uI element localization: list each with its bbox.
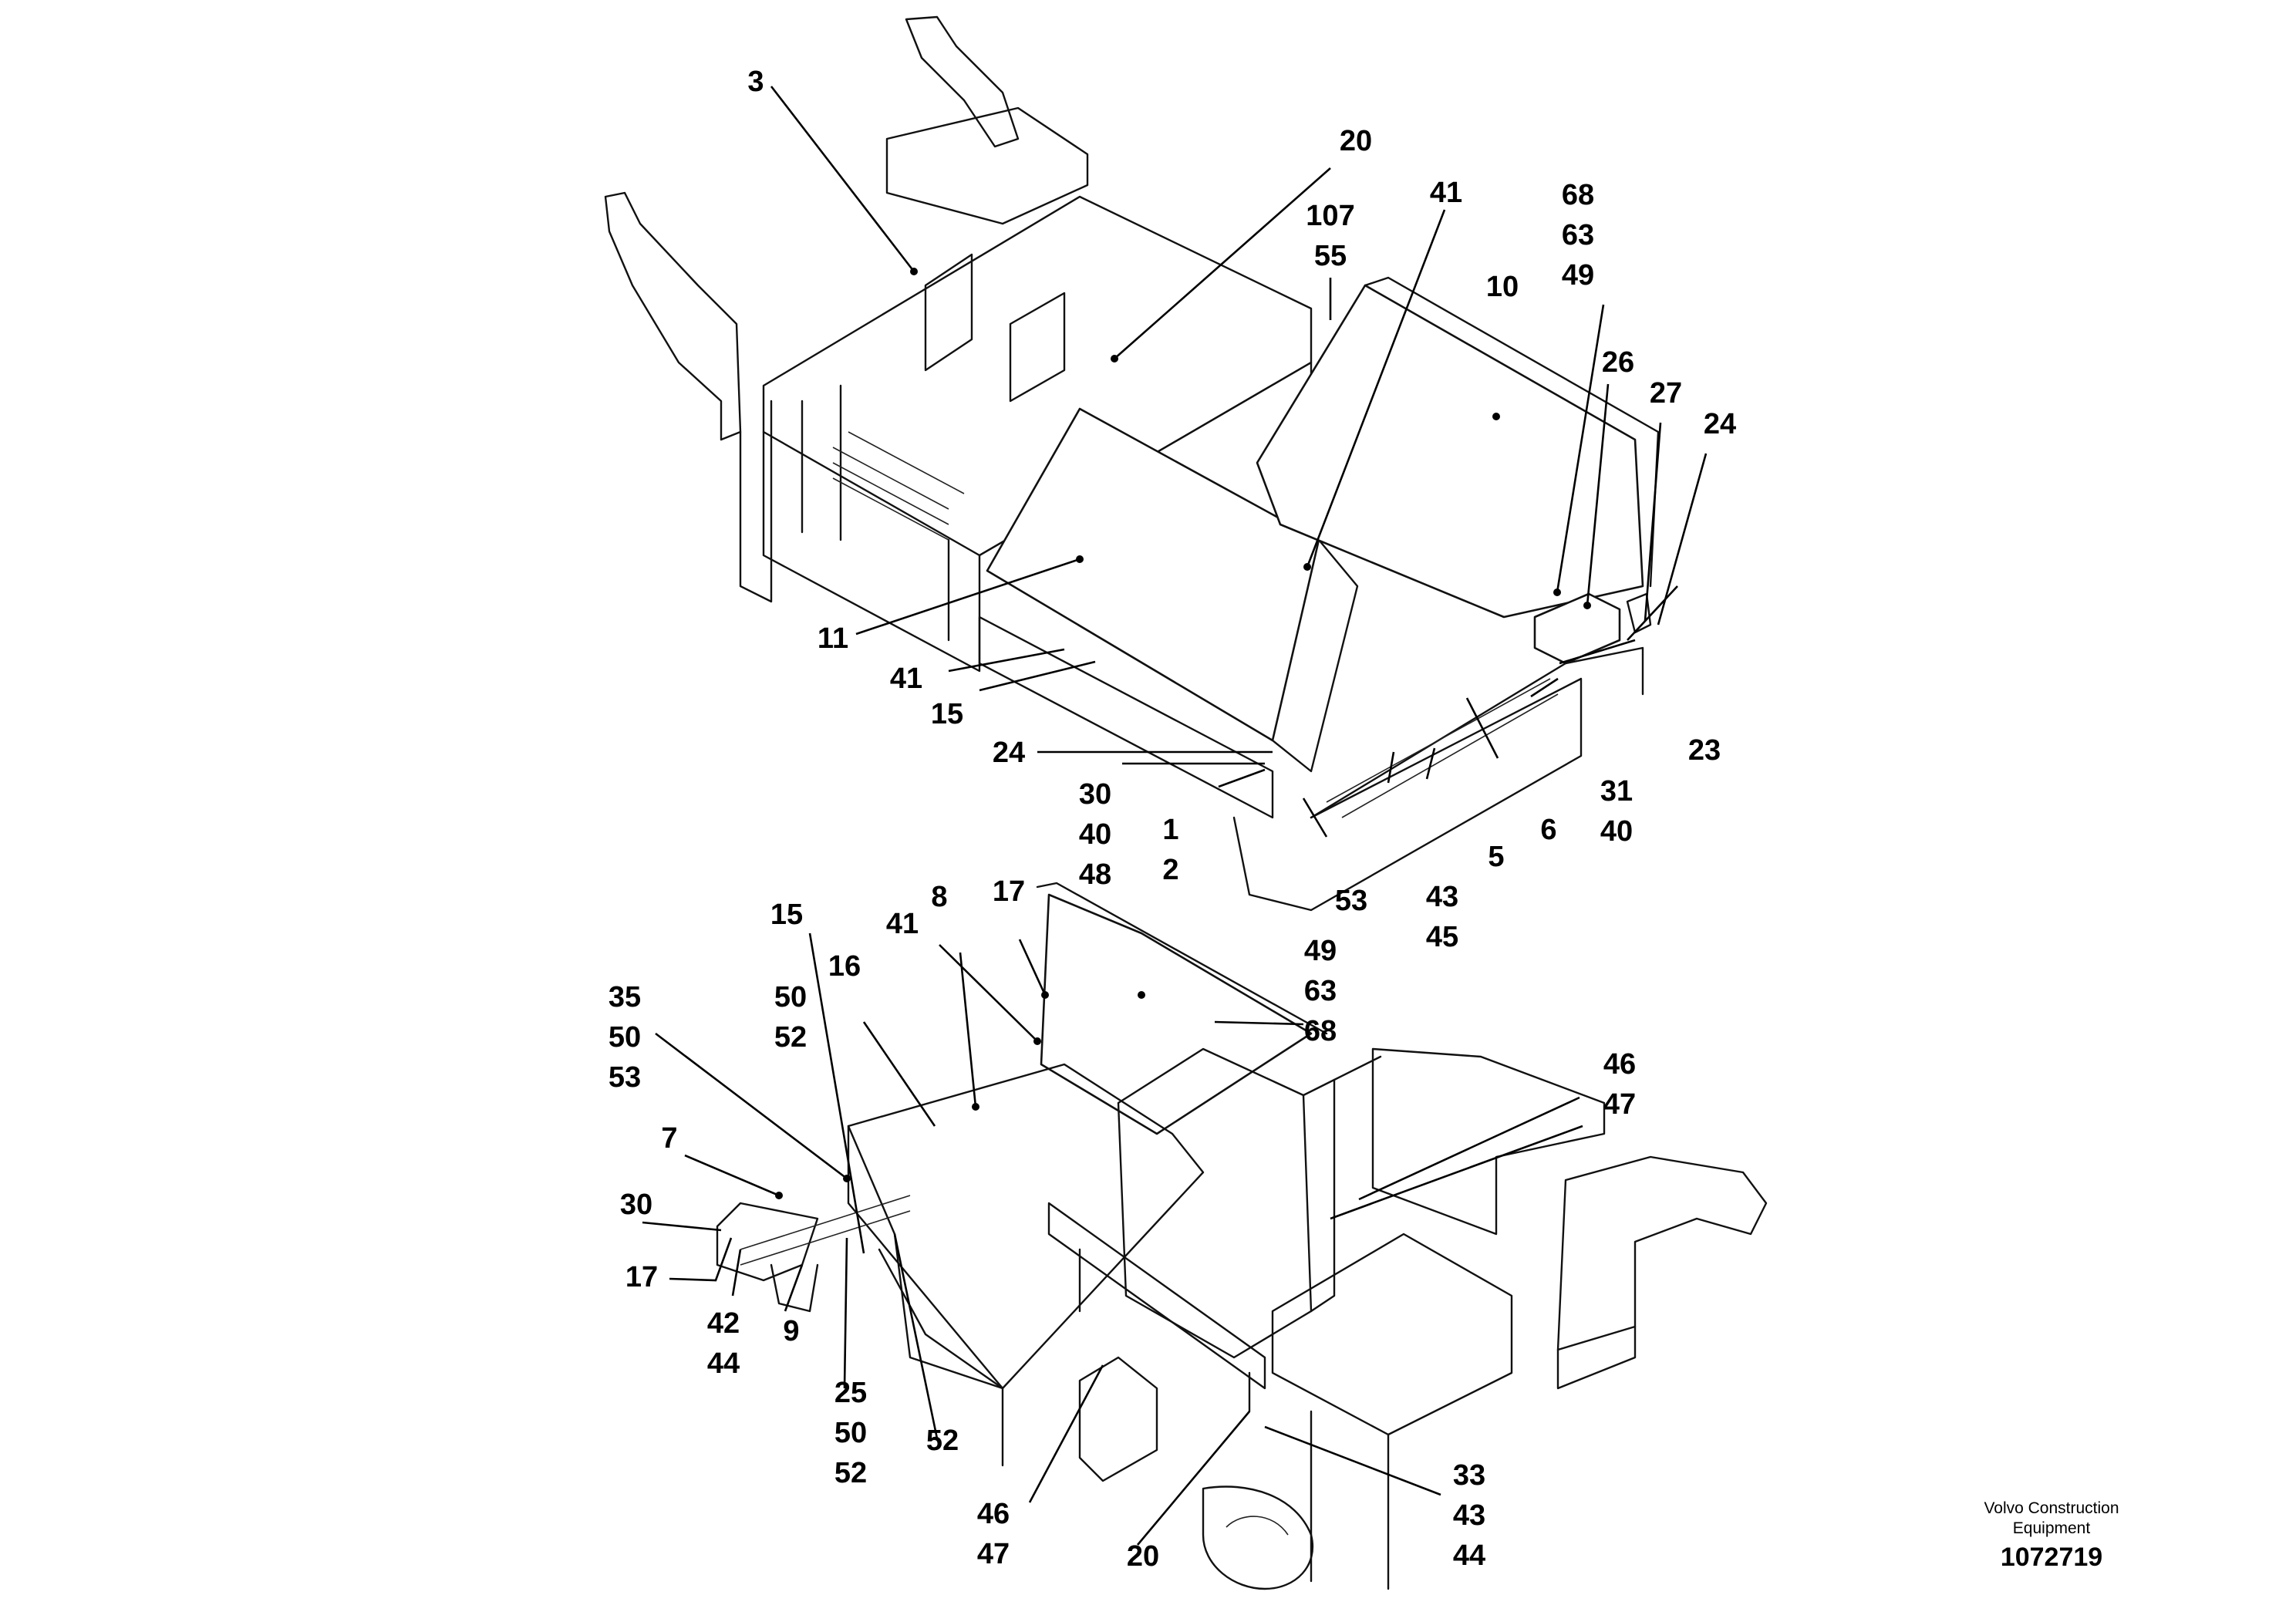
callout-20: 20 — [1340, 125, 1372, 157]
callout-24-b: 24 — [993, 737, 1025, 769]
callout-41-c: 41 — [886, 908, 919, 940]
callout-41-b: 41 — [890, 663, 922, 695]
callout-10: 10 — [1486, 271, 1519, 303]
callout-24: 24 — [1704, 408, 1736, 440]
callout-23: 23 — [1688, 734, 1721, 767]
callout-8: 8 — [931, 881, 947, 913]
upper-frame-assembly — [604, 15, 1660, 912]
callout-9: 9 — [783, 1315, 799, 1347]
reference-dots — [775, 268, 1591, 1199]
callout-17: 17 — [993, 875, 1025, 908]
drawing-number: 1072719 — [2001, 1543, 2102, 1572]
credit-line-1: Volvo Construction — [1984, 1499, 2119, 1517]
callout-7: 7 — [661, 1122, 677, 1155]
callout-15-b: 15 — [770, 899, 803, 931]
callout-53: 53 — [1335, 885, 1367, 917]
callout-30-b: 30 — [620, 1189, 652, 1221]
callout-16: 16 — [828, 950, 861, 983]
callout-27: 27 — [1650, 377, 1682, 410]
callout-15: 15 — [931, 698, 963, 730]
leader-lines — [642, 86, 1708, 1546]
callout-11: 11 — [818, 622, 848, 655]
credit-line-2: Equipment — [2013, 1519, 2091, 1537]
callout-20-b: 20 — [1127, 1540, 1159, 1573]
callout-6: 6 — [1540, 814, 1556, 846]
callout-41: 41 — [1430, 177, 1462, 209]
credit-block: Volvo Construction Equipment 1072719 — [1984, 1499, 2119, 1572]
callout-52: 52 — [926, 1425, 959, 1457]
lower-frame-assembly — [716, 882, 1768, 1590]
callout-17-b: 17 — [625, 1261, 658, 1293]
callout-26: 26 — [1602, 346, 1634, 379]
callout-3: 3 — [747, 66, 764, 98]
callout-5: 5 — [1488, 841, 1504, 873]
